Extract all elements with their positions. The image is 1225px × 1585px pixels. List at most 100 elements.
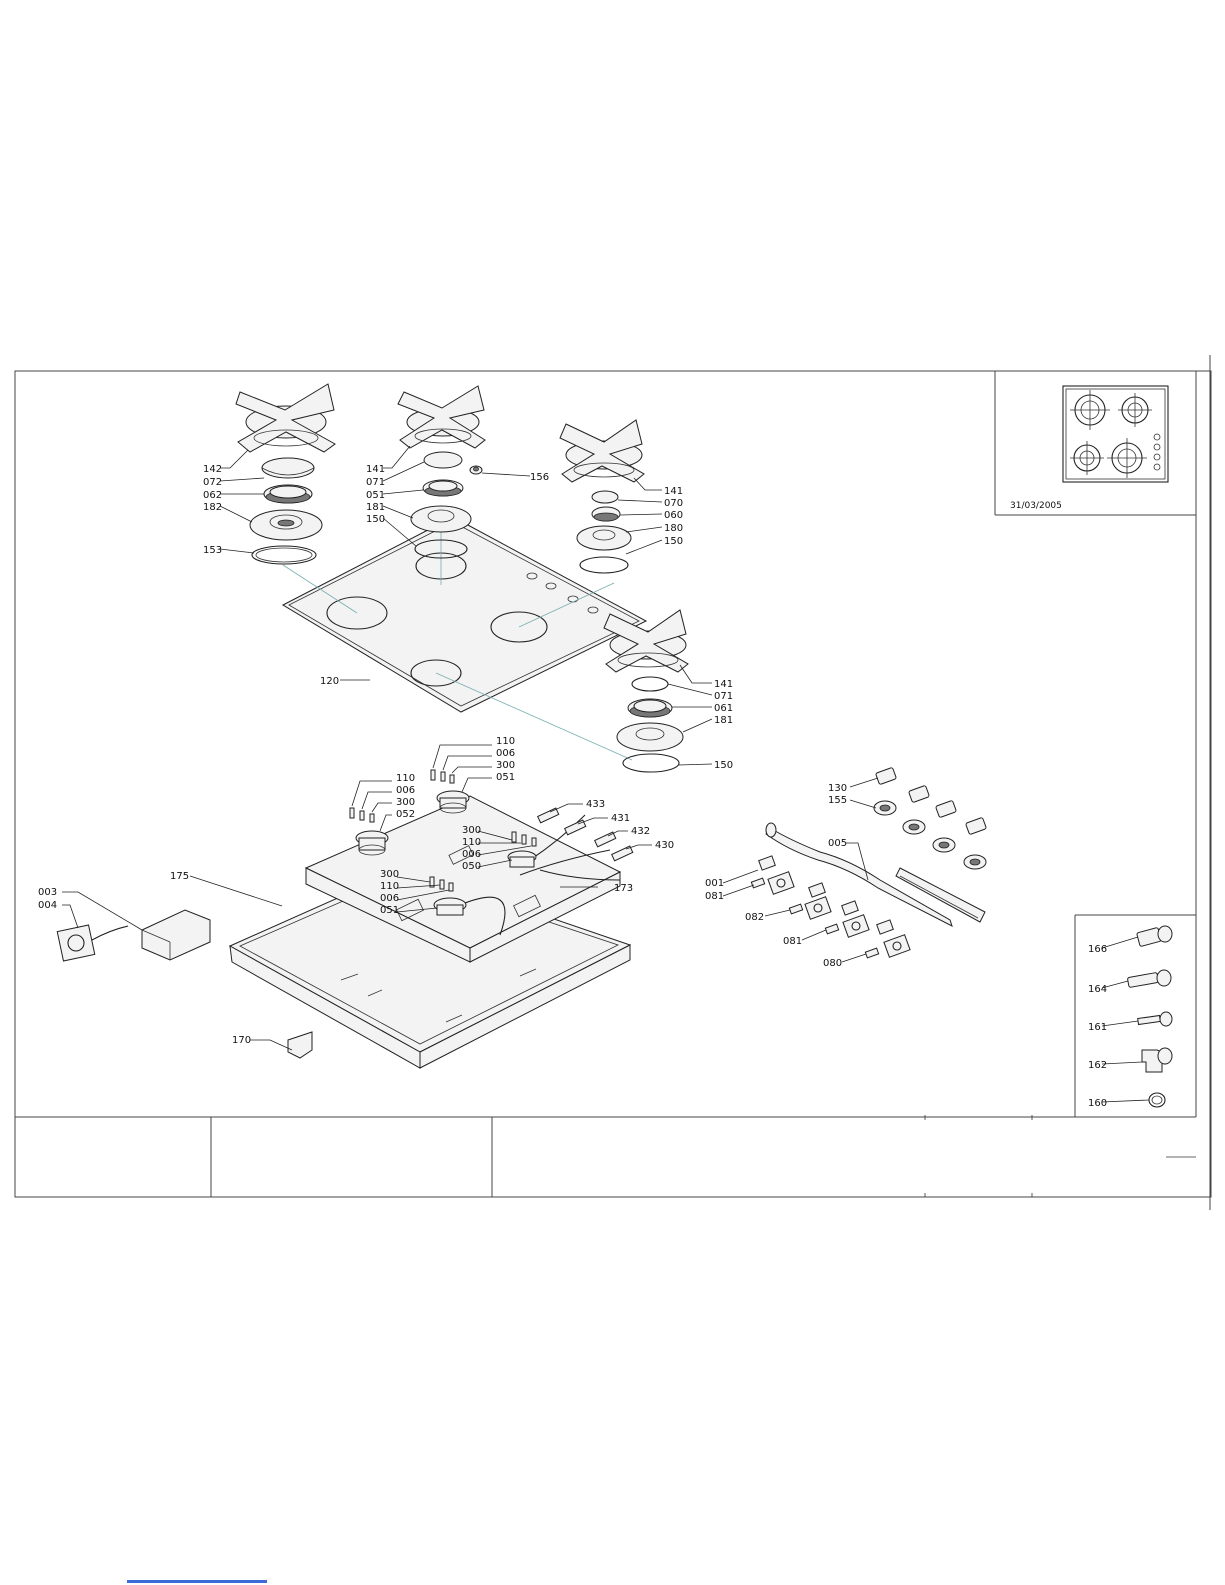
burner-assembly-lower — [604, 610, 688, 772]
part-label: 300 — [462, 825, 481, 836]
drawing-frame — [15, 355, 1211, 1210]
burner-cap-right — [592, 491, 618, 503]
gasket-ring-lower — [623, 754, 679, 772]
part-label: 081 — [783, 936, 802, 947]
pan-support-middle — [398, 386, 485, 448]
part-label: 070 — [664, 498, 683, 509]
part-label: 081 — [705, 891, 724, 902]
knob-1 — [875, 767, 896, 784]
spark-module — [57, 925, 128, 961]
part-label: 170 — [232, 1035, 251, 1046]
control-knobs — [875, 767, 986, 834]
fitting-162 — [1142, 1048, 1172, 1072]
valve-rail — [896, 868, 985, 922]
gasket-ring-right — [580, 557, 628, 573]
part-label: 071 — [366, 477, 385, 488]
thumb-burner-top-right — [1118, 393, 1152, 427]
burner-base-right — [577, 526, 631, 550]
knob-4 — [965, 817, 986, 834]
flame-spreader-middle — [423, 480, 463, 496]
part-label: 142 — [203, 464, 222, 475]
bracket-170 — [288, 1032, 312, 1058]
part-label: 120 — [320, 676, 339, 687]
burner-assembly-right — [560, 420, 644, 573]
part-label: 003 — [38, 887, 57, 898]
part-label: 181 — [366, 502, 385, 513]
part-label: 071 — [714, 691, 733, 702]
pan-support-right — [560, 420, 644, 482]
part-label: 141 — [664, 486, 683, 497]
part-label: 110 — [496, 736, 515, 747]
thumb-burner-top-left — [1070, 390, 1110, 430]
bezel-2 — [903, 820, 925, 834]
burner-base-middle — [411, 506, 471, 532]
part-label: 051 — [366, 490, 385, 501]
part-label: 050 — [462, 861, 481, 872]
gas-valve-3 — [825, 901, 869, 937]
part-label: 006 — [462, 849, 481, 860]
gas-valves — [751, 856, 910, 958]
part-label: 166 — [1088, 944, 1107, 955]
flame-spreader-right — [592, 507, 620, 521]
knob-bezels — [874, 801, 986, 869]
part-label: 001 — [705, 878, 724, 889]
bezel-3 — [933, 838, 955, 852]
part-label: 080 — [823, 958, 842, 969]
part-label: 150 — [664, 536, 683, 547]
part-label: 161 — [1088, 1022, 1107, 1033]
gas-fittings — [1127, 926, 1172, 1107]
part-label: 156 — [530, 472, 549, 483]
fitting-161 — [1138, 1012, 1172, 1026]
part-label: 061 — [714, 703, 733, 714]
gas-valve-2 — [789, 883, 831, 919]
hob-overview-thumbnail: 31/03/2005 — [1010, 386, 1168, 511]
bezel-1 — [874, 801, 896, 815]
part-label: 072 — [203, 477, 222, 488]
fitting-160 — [1149, 1093, 1165, 1107]
burner-base-lower — [617, 723, 683, 751]
part-label: 062 — [203, 490, 222, 501]
part-label: 141 — [366, 464, 385, 475]
part-label: 141 — [714, 679, 733, 690]
pan-support-left — [236, 384, 335, 452]
pan-support-lower — [604, 610, 688, 672]
part-label: 110 — [380, 881, 399, 892]
gas-valve-1 — [751, 856, 794, 894]
injector-holder-bottom — [434, 898, 466, 915]
part-label: 430 — [655, 840, 674, 851]
knob-2 — [908, 785, 929, 802]
burner-cap-left — [262, 458, 314, 478]
part-label: 110 — [396, 773, 415, 784]
part-label: 181 — [714, 715, 733, 726]
part-label: 130 — [828, 783, 847, 794]
part-label: 300 — [380, 869, 399, 880]
part-label: 082 — [745, 912, 764, 923]
part-label: 160 — [1088, 1098, 1107, 1109]
part-label: 180 — [664, 523, 683, 534]
part-label: 173 — [614, 883, 633, 894]
part-label: 006 — [396, 785, 415, 796]
part-label: 004 — [38, 900, 57, 911]
part-label: 153 — [203, 545, 222, 556]
part-label: 182 — [203, 502, 222, 513]
horizontal-scrollbar-thumb[interactable] — [127, 1580, 267, 1583]
flame-spreader-left — [264, 485, 312, 503]
burner-cap-lower — [632, 677, 668, 691]
flame-spreader-lower — [628, 699, 672, 717]
burner-base-left — [250, 510, 322, 540]
part-label: 051 — [496, 772, 515, 783]
part-label: 060 — [664, 510, 683, 521]
fitting-166 — [1137, 926, 1172, 947]
screw-156 — [470, 466, 482, 474]
thumb-burner-bottom-left — [1070, 441, 1104, 475]
bezel-4 — [964, 855, 986, 869]
part-label: 110 — [462, 837, 481, 848]
part-label: 432 — [631, 826, 650, 837]
part-label: 005 — [828, 838, 847, 849]
knob-3 — [935, 800, 956, 817]
part-label: 433 — [586, 799, 605, 810]
part-label: 051 — [380, 905, 399, 916]
part-label: 300 — [496, 760, 515, 771]
part-label: 175 — [170, 871, 189, 882]
gas-valve-4 — [865, 920, 910, 958]
